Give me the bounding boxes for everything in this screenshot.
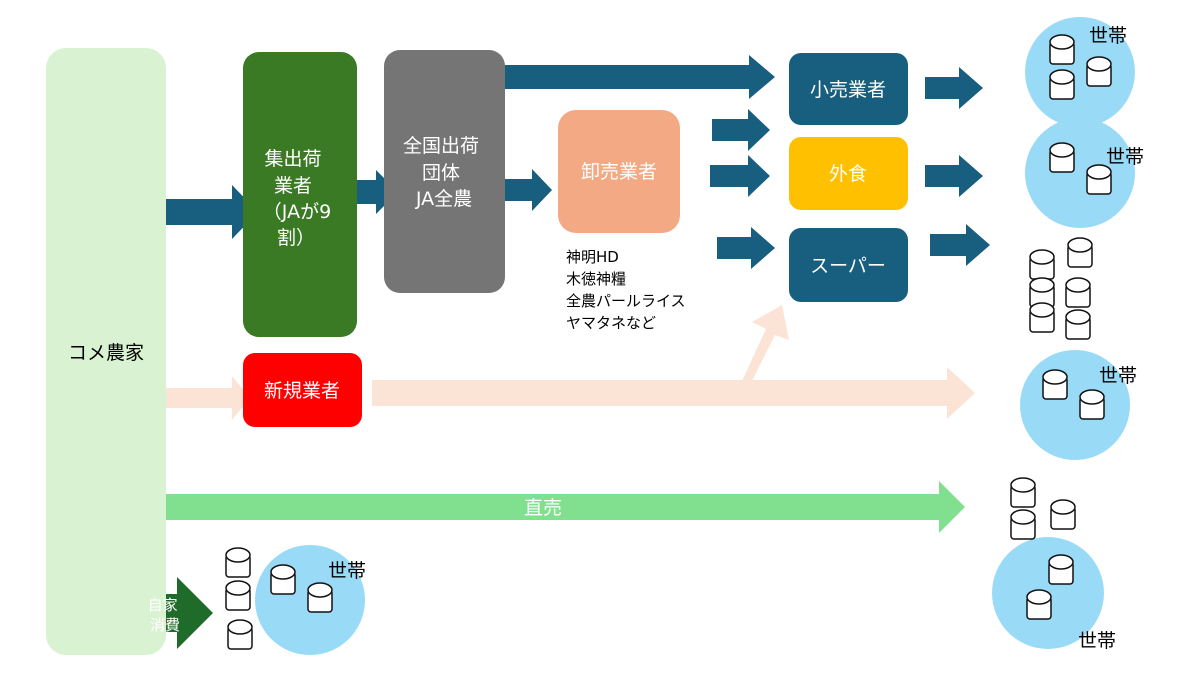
- person-icon: [1042, 369, 1068, 400]
- supermarket-box: [789, 228, 908, 302]
- person-icon: [1065, 309, 1091, 340]
- svg-text:集出荷 業者 （JAが9 割）: 集出荷 業者 （JAが9 割）: [263, 148, 337, 249]
- national-label: JA全農: [415, 188, 472, 210]
- person-icon: [1050, 499, 1076, 530]
- collector-label: 割）: [277, 227, 315, 249]
- national-shipping-box: [384, 50, 505, 293]
- person-icon: [1010, 509, 1036, 540]
- arrow-farmer-to-new-entrant: [143, 376, 250, 420]
- direct-sales-label: 直売: [524, 497, 562, 519]
- person-icon: [225, 547, 251, 578]
- person-icon: [1049, 34, 1075, 65]
- collector-label: 業者: [274, 175, 312, 197]
- retailer-box: [789, 53, 908, 125]
- arrow-national-to-retailer: [505, 55, 775, 99]
- farmer-label: コメ農家: [68, 342, 144, 364]
- collector-label: 集出荷: [264, 148, 321, 170]
- self-consumption-label: 自家: [148, 596, 178, 614]
- person-icon: [1065, 277, 1091, 308]
- household-label: 世帯: [1089, 25, 1127, 47]
- arrow-direct-sales: [135, 481, 965, 533]
- national-label: 全国出荷: [403, 135, 479, 157]
- arrow-farmer-to-collector: [152, 185, 258, 239]
- wholesaler-example: 神明HD: [566, 248, 619, 266]
- self-consumption-label: 消費: [150, 616, 180, 634]
- arrow-supermarket-to-household: [930, 224, 990, 266]
- wholesaler-box: [558, 110, 680, 233]
- person-icon: [1026, 589, 1052, 620]
- arrow-new-entrant-to-supermarket: [722, 305, 789, 381]
- arrow-national-to-wholesaler: [494, 169, 552, 211]
- collector-label: （JAが9: [263, 201, 331, 223]
- arrow-wholesaler-to-supermarket: [717, 227, 775, 269]
- person-icon: [1029, 277, 1055, 308]
- person-icon: [1049, 142, 1075, 173]
- wholesaler-example: 木徳神糧: [566, 270, 626, 288]
- person-icon: [270, 564, 296, 595]
- person-icon: [1067, 237, 1093, 268]
- person-icon: [1086, 56, 1112, 87]
- household-label: 世帯: [1106, 146, 1144, 168]
- person-icon: [1048, 554, 1074, 585]
- person-icon: [1086, 164, 1112, 195]
- person-icon: [1049, 69, 1075, 100]
- svg-text:神明HD 木徳神糧 全農パールライス: 神明HD 木徳神糧 全農パールライス ヤマタネなど: [566, 248, 690, 332]
- household-label: 世帯: [328, 560, 366, 582]
- person-icon: [227, 619, 253, 650]
- person-icon: [1079, 389, 1105, 420]
- household-label: 世帯: [1078, 630, 1116, 652]
- restaurant-label: 外食: [829, 163, 867, 185]
- wholesaler-example: ヤマタネなど: [566, 314, 656, 332]
- arrow-new-entrant-to-household: [372, 367, 975, 419]
- arrow-retailer-to-household: [925, 67, 983, 109]
- household-circle: [1025, 118, 1135, 228]
- person-icon: [1029, 302, 1055, 333]
- new-entrant-box: [243, 353, 362, 427]
- restaurant-box: [789, 137, 908, 210]
- national-label: 団体: [422, 162, 460, 184]
- collector-box: [243, 52, 357, 337]
- new-entrant-label: 新規業者: [264, 380, 340, 402]
- arrow-wholesaler-to-retailer: [712, 109, 770, 151]
- household-label: 世帯: [1099, 365, 1137, 387]
- person-icon: [1029, 249, 1055, 280]
- retailer-label: 小売業者: [810, 79, 886, 101]
- supermarket-label: スーパー: [810, 255, 886, 277]
- svg-text:全国出荷 団体 JA全農: 全国出荷 団体 JA全農: [403, 135, 485, 210]
- person-icon: [225, 580, 251, 611]
- wholesaler-label: 卸売業者: [581, 161, 657, 183]
- arrow-wholesaler-to-restaurant: [710, 155, 770, 197]
- person-icon: [1010, 477, 1036, 508]
- svg-text:自家 消費: 自家 消費: [148, 596, 183, 634]
- wholesaler-example: 全農パールライス: [566, 292, 686, 310]
- person-icon: [307, 582, 333, 613]
- arrow-restaurant-to-household: [925, 155, 983, 197]
- farmer-box: [46, 48, 166, 655]
